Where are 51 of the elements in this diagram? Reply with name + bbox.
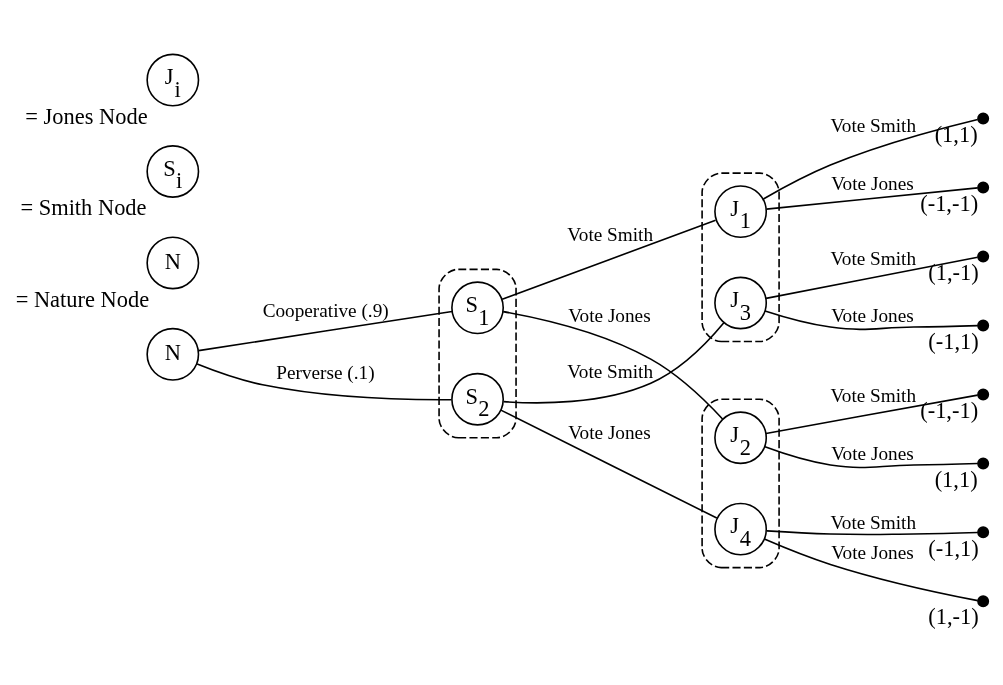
node-label: (1,-1) <box>927 604 979 630</box>
node-label: = Smith Node <box>19 195 147 221</box>
node-label: (-1,1) <box>927 328 979 354</box>
connector <box>763 446 979 469</box>
node-label: (-1,-1) <box>919 190 978 216</box>
edge-label: Vote Smith <box>829 384 916 406</box>
node-circle <box>976 112 989 125</box>
connector <box>763 538 979 602</box>
connector <box>195 363 452 401</box>
cluster <box>700 172 780 343</box>
node-circle <box>976 319 989 332</box>
cluster <box>700 398 780 569</box>
edge-label: Cooperative (.9) <box>262 299 389 321</box>
edge-label: Vote Smith <box>829 115 916 137</box>
edge-label: Vote Jones <box>830 541 914 563</box>
edge-label: Vote Smith <box>566 360 653 382</box>
edge-label: Vote Smith <box>566 224 653 246</box>
connector <box>764 256 978 300</box>
node-label: (1,1) <box>934 121 978 147</box>
edge-label: Vote Jones <box>830 304 914 326</box>
connector <box>501 310 723 420</box>
node-circle <box>976 250 989 263</box>
node-circle: N <box>145 236 199 290</box>
connector <box>765 187 978 210</box>
node-label: (1,1) <box>934 466 978 492</box>
node-label: (-1,1) <box>927 535 979 561</box>
node-circle <box>976 595 989 608</box>
connector <box>500 219 716 301</box>
edge-label: Vote Jones <box>830 442 914 464</box>
node-label: = Jones Node <box>24 103 148 129</box>
connector <box>499 409 718 519</box>
edge-label: Vote Jones <box>567 421 651 443</box>
connector <box>502 321 725 404</box>
connector <box>763 310 979 331</box>
node-circle: N <box>145 327 199 381</box>
edge-label: Vote Smith <box>829 248 916 270</box>
edge-label: Vote Jones <box>830 173 914 195</box>
edge-label: Perverse (.1) <box>275 362 375 384</box>
connector <box>765 530 979 536</box>
node-circle <box>976 388 989 401</box>
node-circle <box>976 526 989 539</box>
edge-label: Vote Jones <box>567 304 651 326</box>
cluster <box>437 268 517 439</box>
connector <box>764 394 978 435</box>
node-circle <box>976 181 989 194</box>
node-circle <box>976 457 989 470</box>
node-label: (-1,-1) <box>919 397 978 423</box>
node-label: (1,-1) <box>927 259 979 285</box>
connector <box>197 310 453 352</box>
edge-label: Vote Smith <box>829 511 916 533</box>
connector <box>762 118 978 200</box>
